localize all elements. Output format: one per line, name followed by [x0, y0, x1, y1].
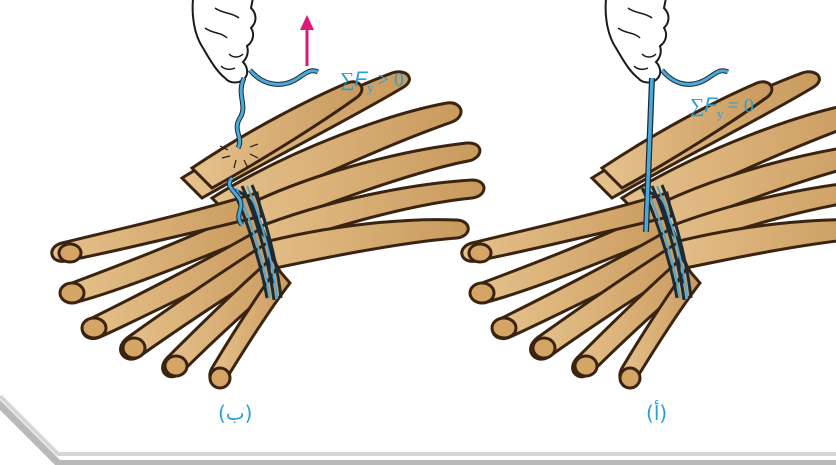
equation-right: ∑Fy= 0 — [690, 94, 754, 121]
panel-label-right: (أ) — [646, 400, 667, 425]
panel-left: ∑Fy> 0 (ب) — [50, 0, 486, 425]
equation-left: ∑Fy> 0 — [340, 68, 404, 95]
snap-burst-icon — [219, 143, 259, 169]
hand-right-icon — [604, 0, 670, 84]
panel-right: ∑Fy= 0 (أ) — [460, 0, 836, 425]
upward-force-arrow-icon — [300, 15, 314, 66]
stick-bundle-left — [50, 70, 486, 390]
panel-label-left: (ب) — [218, 401, 252, 425]
hand-left-icon — [191, 0, 257, 84]
